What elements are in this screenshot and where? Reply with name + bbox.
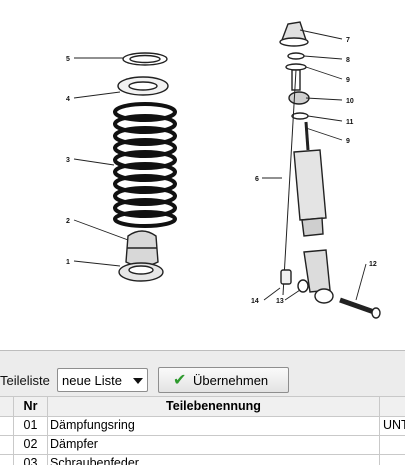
- callout-5: 5: [66, 56, 70, 63]
- callout-1: 1: [66, 259, 70, 266]
- callout-6: 6: [255, 176, 259, 183]
- row-extra: [379, 435, 405, 454]
- table-row[interactable]: 02 Dämpfer: [0, 435, 405, 455]
- part-10-rubber-mount: [288, 69, 310, 105]
- part-12-bolt: [339, 297, 381, 319]
- table-row[interactable]: 01 Dämpfungsring UNT: [0, 416, 405, 436]
- callout-9b: 9: [346, 138, 350, 145]
- callout-4: 4: [66, 96, 70, 103]
- apply-button-label: Übernehmen: [193, 373, 269, 388]
- check-icon: ✔: [173, 372, 187, 389]
- callout-2: 2: [66, 218, 70, 225]
- part-9-washer: [285, 63, 307, 71]
- part-11-washer: [291, 112, 309, 120]
- row-nr: 01: [13, 416, 47, 435]
- callout-10: 10: [346, 98, 354, 105]
- part-14-bushing: [280, 269, 292, 285]
- parts-list-label: Teileliste: [0, 373, 50, 388]
- row-nr: 02: [13, 435, 47, 454]
- part-8-washer: [287, 52, 305, 60]
- header-teilebenennung[interactable]: Teilebenennung: [47, 397, 379, 416]
- parts-list-select-value: neue Liste: [62, 373, 122, 388]
- callout-8: 8: [346, 57, 350, 64]
- callout-7: 7: [346, 37, 350, 44]
- row-nr: 03: [13, 454, 47, 465]
- header-select-col: [0, 397, 13, 416]
- parts-table: Nr Teilebenennung 01 Dämpfungsring UNT 0…: [0, 397, 405, 465]
- row-name: Dämpfer: [47, 435, 379, 454]
- row-name: Dämpfungsring: [47, 416, 379, 435]
- parts-toolbar: Teileliste neue Liste ✔ Übernehmen: [0, 350, 405, 397]
- callout-leaders: [73, 29, 367, 301]
- callout-11: 11: [346, 119, 354, 126]
- callout-3: 3: [66, 157, 70, 164]
- callout-9a: 9: [346, 77, 350, 84]
- part-13-bushing: [297, 279, 309, 293]
- row-name: Schraubenfeder: [47, 454, 379, 465]
- part-5-ring: [122, 52, 168, 66]
- dropdown-arrow-icon: [133, 378, 143, 384]
- callout-14: 14: [251, 298, 259, 305]
- callout-13: 13: [276, 298, 284, 305]
- header-extra[interactable]: [379, 397, 405, 416]
- part-6-shock-absorber: [282, 69, 334, 304]
- header-nr[interactable]: Nr: [13, 397, 47, 416]
- row-select-cell[interactable]: [0, 435, 13, 454]
- apply-button[interactable]: ✔ Übernehmen: [158, 367, 289, 393]
- parts-diagram: 7 8 9 10 11 9 6 12 14 13 5 4 3 2 1: [66, 21, 381, 319]
- table-header-row: Nr Teilebenennung: [0, 397, 405, 417]
- part-4-spring-seat: [117, 76, 169, 96]
- part-1-damping-ring: [118, 262, 164, 282]
- part-7-top-mount: [279, 21, 309, 47]
- parts-list-select[interactable]: neue Liste: [57, 368, 148, 392]
- row-select-cell[interactable]: [0, 454, 13, 465]
- callout-12: 12: [369, 261, 377, 268]
- table-row[interactable]: 03 Schraubenfeder: [0, 454, 405, 465]
- row-extra: [379, 454, 405, 465]
- row-extra: UNT: [379, 416, 405, 435]
- part-2-bump-stop: [125, 230, 159, 267]
- part-3-coil-spring: [113, 102, 177, 228]
- row-select-cell[interactable]: [0, 416, 13, 435]
